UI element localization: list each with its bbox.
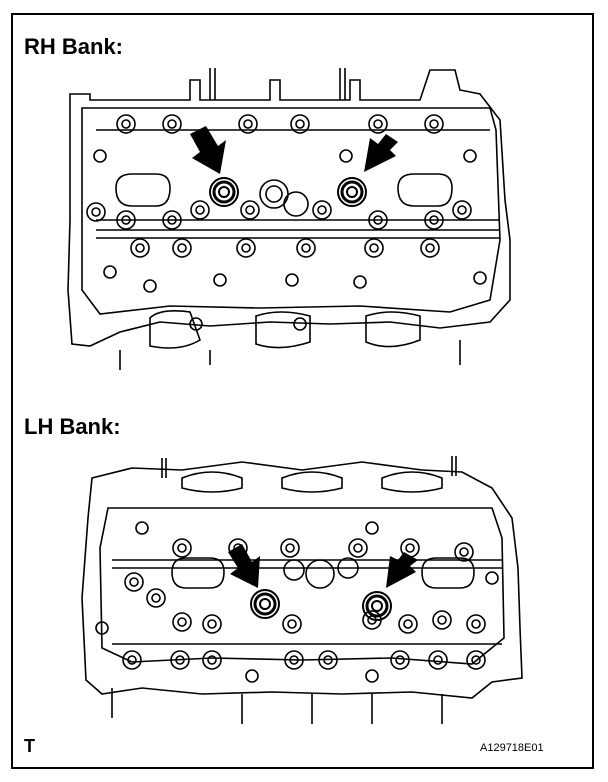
lh-bolt-holes-row-bottom <box>95 621 486 683</box>
rh-bolt-holes-row-bottom <box>103 238 487 331</box>
plug-seal-icon <box>209 177 367 207</box>
lh-camshaft-journals <box>171 557 475 589</box>
rh-camshaft-journals <box>115 173 453 220</box>
arrow-icon <box>190 126 398 174</box>
lh-bolt-holes-row-mid <box>124 572 486 634</box>
rh-bolt-holes-row-top <box>93 114 477 163</box>
rh-head-outline <box>67 68 511 347</box>
arrow-icon <box>228 544 418 588</box>
plug-seal-icon <box>250 589 392 621</box>
corner-letter: T <box>24 736 35 756</box>
lh-bolt-holes-row-top <box>135 521 499 585</box>
rh-bolt-holes-row-mid <box>86 200 472 230</box>
rh-intake-ports <box>119 310 461 370</box>
lh-bank-cylinder-head-drawing <box>81 456 523 724</box>
figure-code: A129718E01 <box>480 742 544 754</box>
lh-head-outline <box>81 456 523 724</box>
lh-bank-heading: LH Bank: <box>24 414 121 439</box>
rh-bank-cylinder-head-drawing <box>67 68 511 370</box>
rh-bank-heading: RH Bank: <box>24 34 124 59</box>
